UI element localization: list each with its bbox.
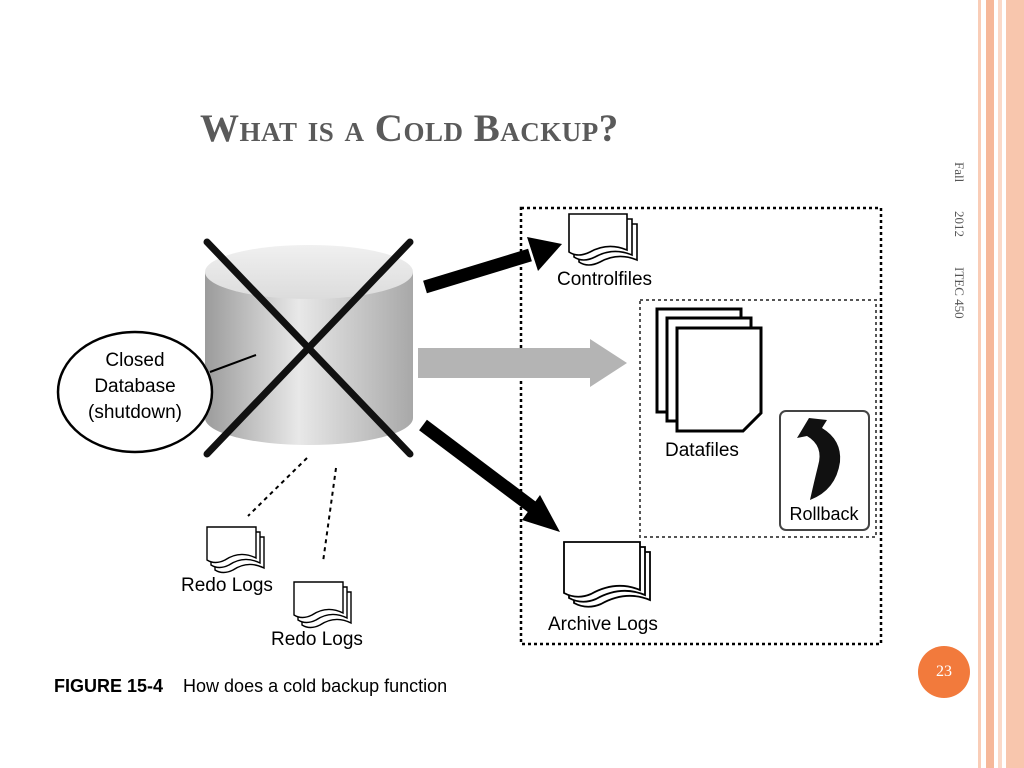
side-label-year: 2012 <box>952 211 967 238</box>
arrow-to-archive-logs <box>419 419 560 532</box>
datafiles-label: Datafiles <box>665 440 739 461</box>
arrow-to-datafiles <box>418 339 627 387</box>
edge-stripe-2 <box>986 0 994 768</box>
side-label-course: ITEC 450 <box>952 266 967 319</box>
shutdown-x-icon <box>203 238 414 458</box>
rollback-box: Rollback <box>779 410 870 531</box>
controlfiles-label: Controlfiles <box>557 269 652 290</box>
slide-title: What is a Cold Backup? <box>200 107 619 150</box>
redo-link-1 <box>247 457 308 517</box>
redo-logs-icon-1 <box>206 526 265 574</box>
backup-inner-box <box>639 299 877 538</box>
side-label-term: Fall <box>952 162 967 183</box>
closed-database-callout: Closed Database (shutdown) <box>56 330 257 454</box>
backup-outer-box <box>519 206 883 646</box>
edge-stripe-3 <box>998 0 1002 768</box>
redo-logs-label-2: Redo Logs <box>271 629 363 650</box>
edge-stripe-1 <box>978 0 981 768</box>
redo-link-2 <box>322 467 337 563</box>
redo-logs-label-1: Redo Logs <box>181 575 273 596</box>
callout-line-2: Database <box>94 376 175 397</box>
archive-logs-icon <box>563 541 651 608</box>
callout-line-1: Closed <box>105 350 164 371</box>
page-number-badge: 23 <box>918 646 970 698</box>
datafiles-icon <box>655 307 763 433</box>
arrow-to-controlfiles <box>423 237 562 294</box>
archive-logs-label: Archive Logs <box>548 614 658 635</box>
side-labels: Fall 2012 ITEC 450 <box>951 162 967 344</box>
rollback-arrow-icon <box>797 418 841 500</box>
caption-text: How does a cold backup function <box>183 676 448 696</box>
figure-caption: FIGURE 15-4 How does a cold backup functi… <box>54 676 447 697</box>
caption-label: FIGURE 15-4 <box>54 676 164 696</box>
redo-logs-icon-2 <box>293 581 352 629</box>
edge-stripe-4 <box>1006 0 1024 768</box>
controlfiles-icon <box>568 213 638 266</box>
callout-line-3: (shutdown) <box>88 402 182 423</box>
rollback-label: Rollback <box>789 504 859 524</box>
